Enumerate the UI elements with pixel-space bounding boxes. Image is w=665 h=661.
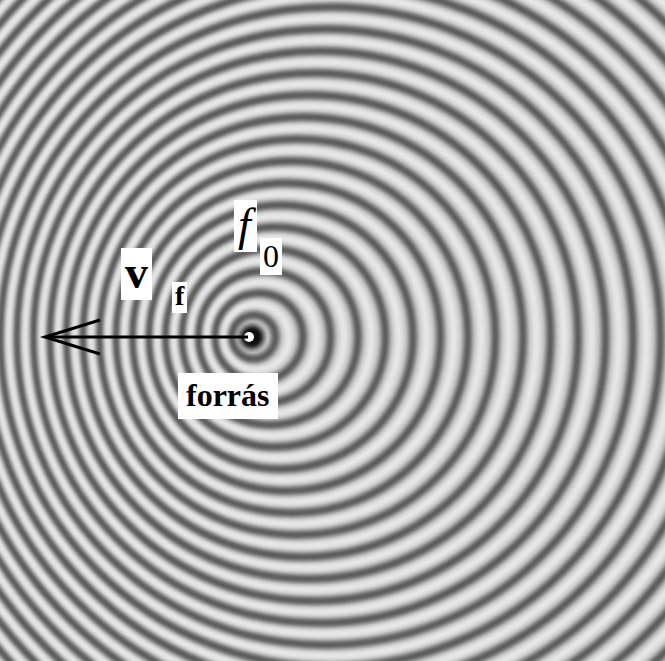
source-label: forrás [178, 373, 278, 419]
velocity-arrow [46, 336, 248, 339]
frequency-symbol: f [234, 200, 257, 252]
velocity-subscript: f [172, 282, 187, 313]
velocity-symbol: v [121, 248, 152, 300]
frequency-subscript: 0 [260, 238, 282, 275]
arrow-head [45, 320, 100, 354]
